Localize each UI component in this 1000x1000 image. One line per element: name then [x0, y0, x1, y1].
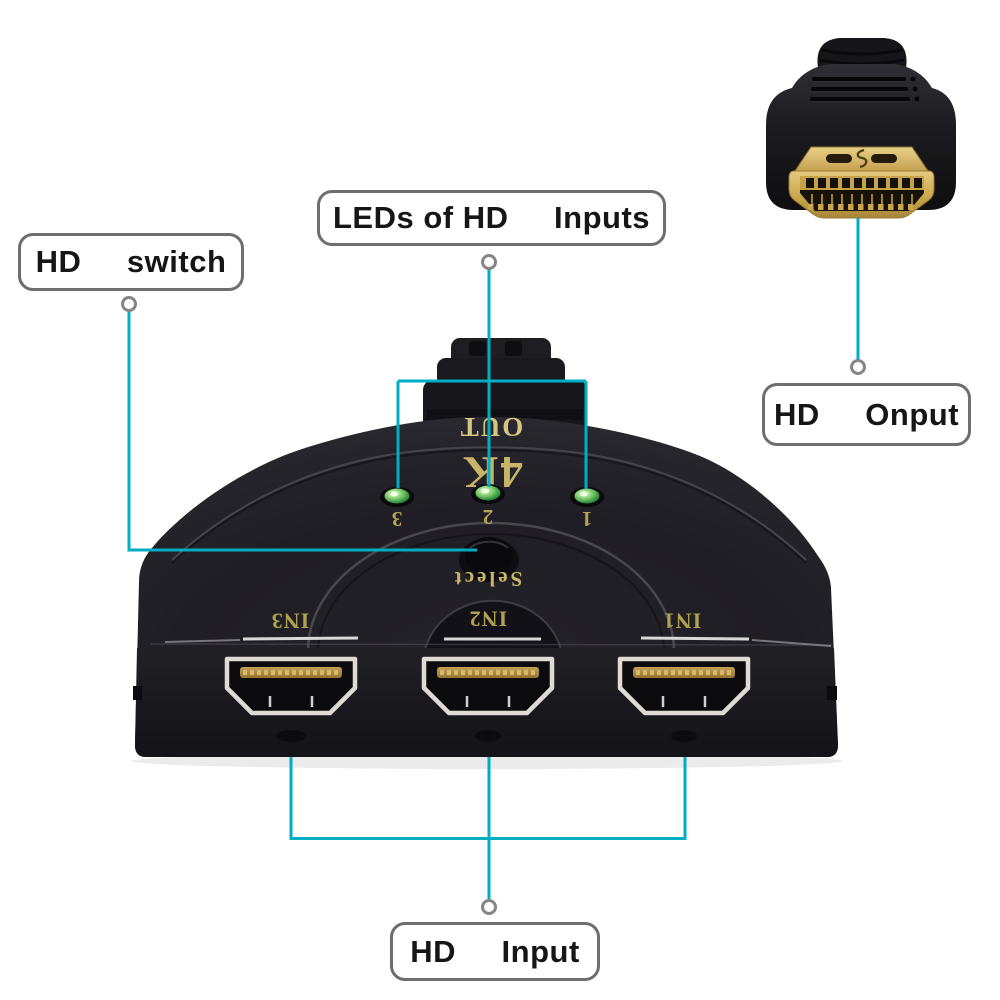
- callout-label-hd-switch: HD switch: [18, 233, 244, 291]
- led-indicator-2: [475, 485, 501, 501]
- callout-label-hd-onput: HD Onput: [762, 383, 971, 446]
- connector-pin-holes-top: [806, 178, 922, 188]
- led-indicator-1: [574, 488, 600, 504]
- select-hump-shadow: [317, 533, 665, 654]
- port-in1-label: IN1: [663, 609, 701, 634]
- callout-label-hd-input: HD Input: [390, 922, 600, 981]
- callout-label-hd-onput-text: HD Onput: [773, 396, 960, 432]
- led-2-glint: [481, 488, 489, 494]
- connector-top-slot-right: [871, 154, 897, 163]
- callout-label-hd-switch-text: HD switch: [35, 244, 227, 279]
- connector-pins: [811, 194, 913, 207]
- callout-markers: [121, 254, 866, 915]
- dome-groove-arc: [171, 446, 807, 561]
- select-hump-ridge: [306, 521, 676, 652]
- marker-hd-switch: [121, 296, 137, 312]
- led-3-glint: [390, 491, 398, 497]
- callout-label-hd-input-text: HD Input: [410, 933, 580, 969]
- hdmi-connector: [788, 146, 935, 219]
- marker-leds: [481, 254, 497, 270]
- hdmi-port-in1: [617, 656, 751, 716]
- connector-top-slot-left: [826, 154, 852, 163]
- arch-recess: [424, 600, 562, 657]
- callout-line-hd-switch: [127, 311, 477, 552]
- select-label: Select: [452, 567, 522, 591]
- hdmi-output-plug: [766, 38, 956, 219]
- led-1-label: 1: [582, 507, 593, 531]
- connector-pin-row-bottom: [808, 204, 914, 210]
- hdmi-switch-device: OUT 4K 3 2 1 Select IN3 IN2 IN1: [131, 338, 843, 769]
- out-label: OUT: [459, 412, 524, 442]
- led-indicator-3: [384, 488, 410, 504]
- led-indicators: [380, 484, 604, 507]
- plug-body-grooves: [810, 76, 920, 103]
- front-face-marks: [133, 686, 837, 742]
- dome-groove-shadow: [171, 449, 807, 564]
- connector-mold-mark: [856, 148, 868, 169]
- hdmi-port-in3: [224, 656, 358, 716]
- hdmi-port-in2: [421, 656, 555, 716]
- arch-recess-rim: [423, 599, 563, 655]
- callout-label-leds-text: LEDs of HD Inputs: [332, 200, 651, 235]
- face-edge-highlights: [149, 636, 833, 647]
- port-in3-label: IN3: [271, 609, 309, 634]
- led-1-glint: [580, 491, 588, 497]
- port-in2-label: IN2: [469, 607, 507, 632]
- callout-label-leds-of-hd-inputs: LEDs of HD Inputs: [317, 190, 666, 246]
- led-2-label: 2: [483, 505, 494, 529]
- callout-line-leds-bracket: [396, 379, 588, 489]
- callout-lines: [127, 218, 860, 899]
- marker-hd-input: [481, 899, 497, 915]
- led-3-label: 3: [392, 507, 403, 531]
- marker-hd-onput: [850, 359, 866, 375]
